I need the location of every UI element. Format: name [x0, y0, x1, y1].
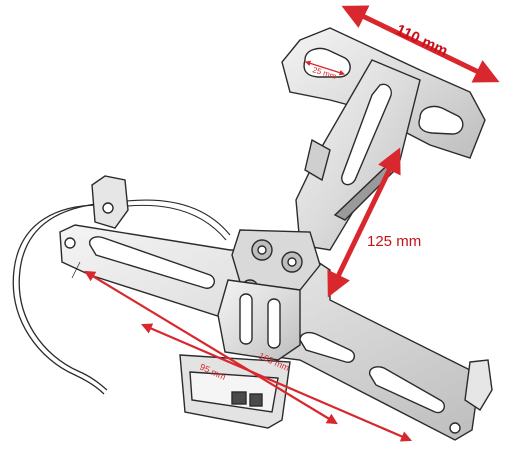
dimension-top-width-label: 110 mm [393, 21, 450, 60]
dimension-height-label: 125 mm [367, 233, 421, 250]
dimension-height: 125 mm [327, 147, 421, 298]
left-mount-tab [91, 175, 129, 229]
right-mount-tab [464, 359, 493, 411]
lower-plate [217, 279, 301, 361]
